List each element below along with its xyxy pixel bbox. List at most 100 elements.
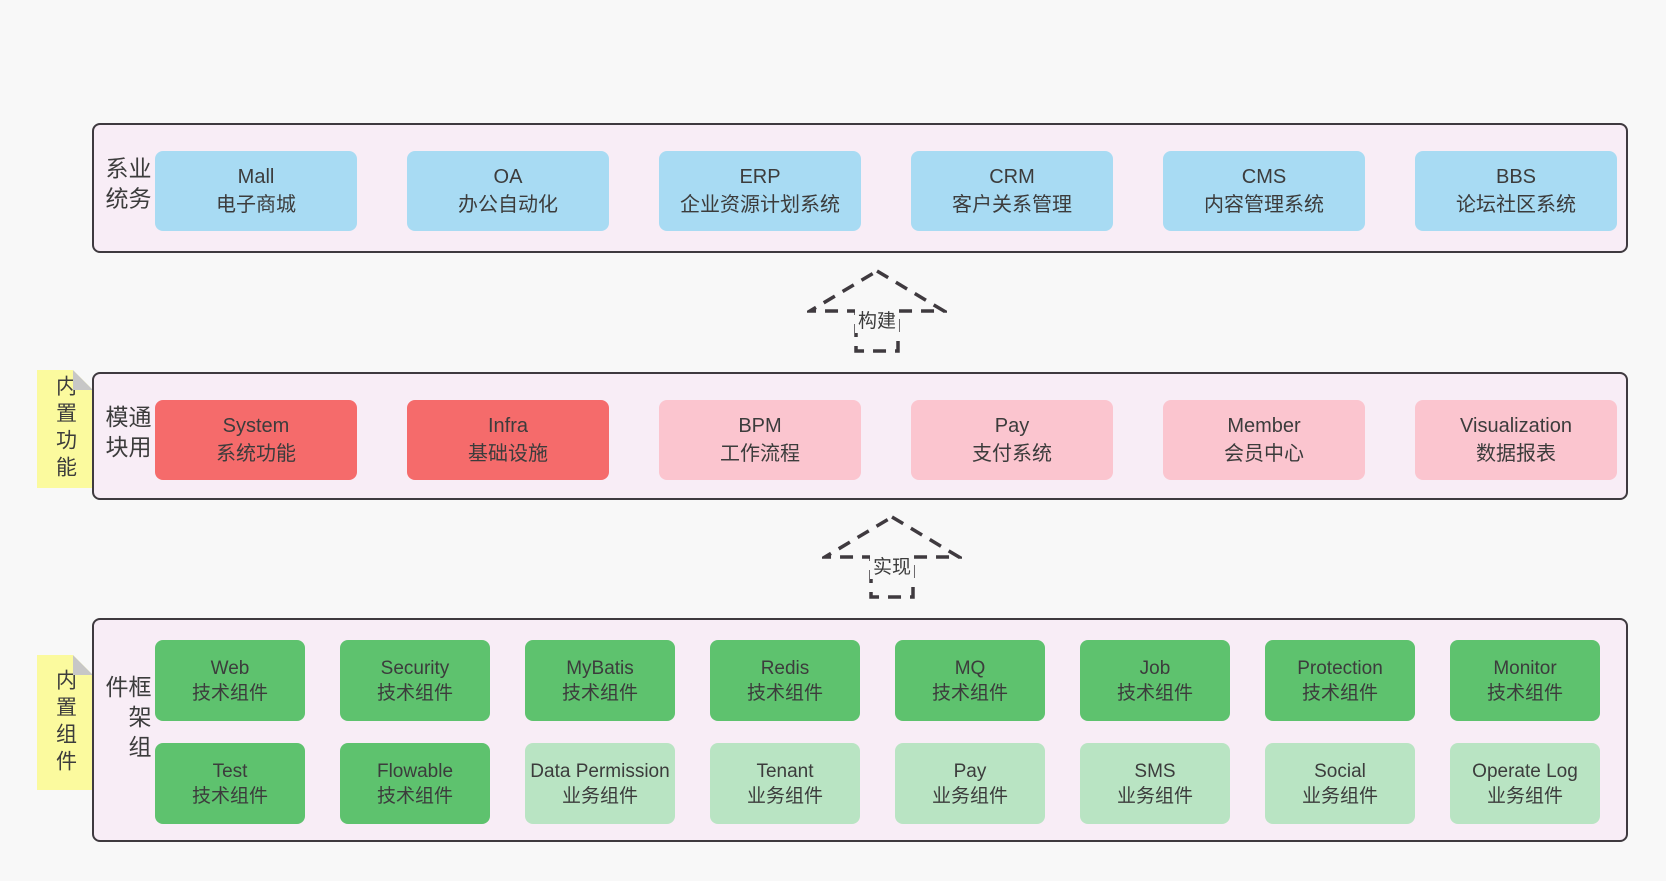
box-name: Tenant: [756, 760, 814, 782]
box-desc: 数据报表: [1476, 443, 1556, 465]
common-modules-band: 通用模块 System 系统功能 Infra 基础设施 BPM 工作流程: [92, 372, 1628, 500]
box-name: Job: [1139, 657, 1171, 679]
box-desc: 技术组件: [1116, 682, 1193, 704]
dashed-up-arrow-icon: [822, 514, 962, 599]
module-box: Visualization 数据报表: [1415, 400, 1617, 480]
side-tab-built-in-features: 内置功能: [37, 370, 93, 488]
business-systems-list: Mall 电子商城 OA 办公自动化 ERP 企业资源计划系统 CRM 客户关系…: [155, 151, 1617, 231]
business-systems-band: 业务系统 Mall 电子商城 OA 办公自动化 ERP 企业资源计划系统: [92, 123, 1628, 253]
business-system-box: OA 办公自动化: [407, 151, 609, 231]
band-label-framework-components: 框架组件: [102, 675, 151, 765]
box-name: Operate Log: [1472, 760, 1578, 782]
box-name: BBS: [1495, 166, 1537, 188]
box-desc: 业务组件: [1116, 785, 1193, 807]
box-desc: 技术组件: [191, 785, 268, 807]
box-desc: 电子商城: [216, 194, 296, 216]
module-box: BPM 工作流程: [659, 400, 861, 480]
box-desc: 技术组件: [746, 682, 823, 704]
box-desc: 业务组件: [931, 785, 1008, 807]
box-desc: 办公自动化: [458, 194, 558, 216]
box-name: ERP: [739, 166, 781, 188]
module-box: Infra 基础设施: [407, 400, 609, 480]
box-name: System: [222, 415, 290, 437]
box-name: Pay: [953, 760, 987, 782]
box-name: MyBatis: [566, 657, 634, 679]
component-box: SMS 业务组件: [1080, 743, 1230, 824]
box-name: Member: [1227, 415, 1301, 437]
business-system-box: Mall 电子商城: [155, 151, 357, 231]
business-system-box: CRM 客户关系管理: [911, 151, 1113, 231]
box-name: OA: [493, 166, 523, 188]
box-desc: 客户关系管理: [952, 194, 1072, 216]
box-desc: 会员中心: [1224, 443, 1304, 465]
box-desc: 技术组件: [931, 682, 1008, 704]
component-box: Web 技术组件: [155, 640, 305, 721]
component-box: Operate Log 业务组件: [1450, 743, 1600, 824]
build-arrow: 构建: [807, 268, 947, 354]
box-name: Flowable: [376, 760, 454, 782]
box-desc: 企业资源计划系统: [680, 194, 840, 216]
module-box: Pay 支付系统: [911, 400, 1113, 480]
arrow-label: 构建: [854, 306, 900, 333]
box-name: CRM: [989, 166, 1035, 188]
component-box: Security 技术组件: [340, 640, 490, 721]
business-system-box: BBS 论坛社区系统: [1415, 151, 1617, 231]
business-system-box: CMS 内容管理系统: [1163, 151, 1365, 231]
component-box: Social 业务组件: [1265, 743, 1415, 824]
box-desc: 系统功能: [216, 443, 296, 465]
component-box: MQ 技术组件: [895, 640, 1045, 721]
component-box: Flowable 技术组件: [340, 743, 490, 824]
side-tab-label: 内置组件: [53, 668, 77, 777]
band-label-common-modules: 通用模块: [102, 405, 151, 465]
component-box: Job 技术组件: [1080, 640, 1230, 721]
component-box: MyBatis 技术组件: [525, 640, 675, 721]
box-desc: 支付系统: [972, 443, 1052, 465]
box-desc: 业务组件: [1301, 785, 1378, 807]
component-box: Tenant 业务组件: [710, 743, 860, 824]
box-desc: 技术组件: [376, 682, 453, 704]
common-modules-list: System 系统功能 Infra 基础设施 BPM 工作流程 Pay 支付系统: [155, 400, 1617, 480]
box-name: Infra: [487, 415, 529, 437]
box-desc: 技术组件: [376, 785, 453, 807]
component-box: Monitor 技术组件: [1450, 640, 1600, 721]
box-name: Mall: [237, 166, 275, 188]
implement-arrow: 实现: [822, 514, 962, 600]
box-desc: 内容管理系统: [1204, 194, 1324, 216]
box-name: Protection: [1297, 657, 1383, 679]
box-name: BPM: [738, 415, 782, 437]
box-name: MQ: [954, 657, 986, 679]
folded-corner-icon: [73, 370, 93, 390]
box-name: Pay: [994, 415, 1030, 437]
box-desc: 业务组件: [561, 785, 638, 807]
component-box: Pay 业务组件: [895, 743, 1045, 824]
box-name: Monitor: [1493, 657, 1557, 679]
box-name: Social: [1314, 760, 1366, 782]
dashed-up-arrow-icon: [807, 268, 947, 353]
business-system-box: ERP 企业资源计划系统: [659, 151, 861, 231]
box-desc: 基础设施: [468, 443, 548, 465]
component-box: Test 技术组件: [155, 743, 305, 824]
band-label-business-systems: 业务系统: [102, 156, 151, 217]
component-box: Protection 技术组件: [1265, 640, 1415, 721]
box-name: Data Permission: [530, 760, 670, 782]
box-name: Web: [210, 657, 250, 679]
folded-corner-icon: [73, 655, 93, 675]
box-name: CMS: [1241, 166, 1287, 188]
box-desc: 技术组件: [561, 682, 638, 704]
framework-components-list: Web 技术组件 Security 技术组件 MyBatis 技术组件 Redi…: [155, 640, 1600, 824]
box-desc: 技术组件: [1486, 682, 1563, 704]
box-name: SMS: [1134, 760, 1176, 782]
module-box: Member 会员中心: [1163, 400, 1365, 480]
component-box: Redis 技术组件: [710, 640, 860, 721]
box-name: Test: [212, 760, 248, 782]
arrow-label: 实现: [869, 552, 915, 579]
box-desc: 工作流程: [720, 443, 800, 465]
module-box: System 系统功能: [155, 400, 357, 480]
box-name: Redis: [760, 657, 810, 679]
box-name: Visualization: [1460, 415, 1572, 437]
framework-components-band: 框架组件 Web 技术组件 Security 技术组件 MyBatis 技术组件: [92, 618, 1628, 842]
box-desc: 技术组件: [1301, 682, 1378, 704]
box-desc: 业务组件: [746, 785, 823, 807]
box-desc: 论坛社区系统: [1456, 194, 1576, 216]
